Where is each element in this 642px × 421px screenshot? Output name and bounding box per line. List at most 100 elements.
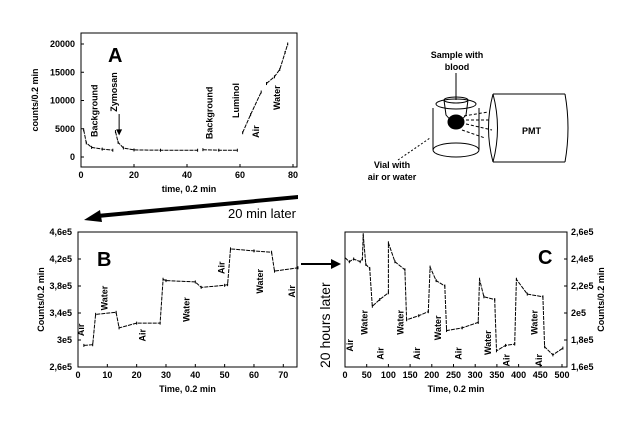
data-point xyxy=(133,148,135,152)
data-point xyxy=(544,345,546,349)
series-line-segment-2 xyxy=(115,131,198,151)
y-tick-label: 2e5 xyxy=(571,308,586,318)
data-point xyxy=(83,128,85,132)
x-tick-label: 0 xyxy=(78,170,83,180)
y-tick-label: 4,6e5 xyxy=(49,227,72,237)
data-point xyxy=(371,304,373,308)
annotation-label: Air xyxy=(287,285,297,298)
data-point xyxy=(435,279,437,283)
connector-label-20-hours: 20 hours later xyxy=(317,282,333,368)
y-tick-label: 2,6e5 xyxy=(571,227,594,237)
data-point xyxy=(92,343,94,347)
data-point xyxy=(483,295,485,299)
x-tick-label: 20 xyxy=(132,370,142,380)
data-point xyxy=(369,266,371,270)
data-point xyxy=(242,131,244,135)
x-tick-label: 0 xyxy=(75,370,80,380)
vial-pointer-line xyxy=(397,137,431,161)
data-point xyxy=(115,310,117,314)
y-axis-title: counts/0.2 min xyxy=(30,68,40,131)
annotation-label: Air xyxy=(217,261,227,274)
data-point xyxy=(114,130,116,134)
x-tick-label: 250 xyxy=(446,370,461,380)
x-axis-title: time, 0.2 min xyxy=(162,184,217,194)
y-tick-label: 0 xyxy=(70,152,75,162)
data-point xyxy=(118,326,120,330)
data-point xyxy=(514,342,516,346)
data-point xyxy=(253,249,255,253)
x-tick-label: 20 xyxy=(129,170,139,180)
data-point xyxy=(359,260,361,264)
data-point xyxy=(552,353,554,357)
data-point xyxy=(406,318,408,322)
y-tick-label: 2,4e5 xyxy=(571,254,594,264)
sample-label-line2: blood xyxy=(445,62,470,72)
data-point xyxy=(218,148,220,152)
connector-b-to-c: 20 hours later xyxy=(301,259,341,368)
data-point xyxy=(224,283,226,287)
annotation-label: Zymosan xyxy=(109,72,119,112)
data-point xyxy=(362,233,364,237)
pmt-label: PMT xyxy=(522,126,542,136)
plot-frame xyxy=(77,231,298,368)
x-tick-label: 50 xyxy=(220,370,230,380)
panel-label: B xyxy=(97,249,111,271)
data-point xyxy=(197,148,199,152)
data-point xyxy=(122,146,124,150)
x-tick-label: 80 xyxy=(288,170,298,180)
data-point xyxy=(260,90,262,94)
sample-label-line1: Sample with xyxy=(431,50,484,60)
y-tick-label: 3,8e5 xyxy=(49,281,72,291)
data-point xyxy=(353,257,355,261)
arrow-head-icon xyxy=(84,210,102,222)
pmt-detector-icon xyxy=(488,93,569,163)
series-line-segment-5 xyxy=(266,43,289,84)
vial-label-line2: air or water xyxy=(368,172,417,182)
x-tick-label: 200 xyxy=(424,370,439,380)
apparatus-diagram: Sample with blood PMT Vial with air or w… xyxy=(368,50,569,182)
annotation-label: Luminol xyxy=(231,83,241,118)
data-point xyxy=(112,148,114,152)
data-point xyxy=(387,241,389,245)
x-tick-label: 350 xyxy=(489,370,504,380)
data-point xyxy=(344,256,346,260)
x-tick-label: 0 xyxy=(342,370,347,380)
data-point xyxy=(83,343,85,347)
data-point xyxy=(387,291,389,295)
plot-frame xyxy=(344,231,568,368)
data-point xyxy=(494,298,496,301)
series-line-signal xyxy=(344,234,564,356)
x-tick-label: 50 xyxy=(362,370,372,380)
x-tick-label: 10 xyxy=(102,370,112,380)
y-tick-label: 4,2e5 xyxy=(49,254,72,264)
data-point xyxy=(515,277,517,281)
x-tick-label: 450 xyxy=(533,370,548,380)
panel-label: C xyxy=(538,247,552,269)
data-point xyxy=(250,113,252,117)
x-tick-label: 100 xyxy=(381,370,396,380)
data-point xyxy=(526,292,528,296)
data-point xyxy=(287,42,289,46)
x-tick-label: 300 xyxy=(468,370,483,380)
y-tick-label: 5000 xyxy=(55,124,75,134)
x-tick-label: 70 xyxy=(278,370,288,380)
data-point xyxy=(348,260,350,264)
data-point xyxy=(477,320,479,324)
vial-icon xyxy=(432,96,493,158)
data-point xyxy=(160,148,161,152)
data-point xyxy=(136,321,138,325)
annotation-label: Water xyxy=(396,310,406,335)
data-point xyxy=(159,321,161,325)
data-point xyxy=(117,140,119,144)
data-point xyxy=(404,268,406,272)
y-axis-title: Counts/0.2 min xyxy=(36,267,46,332)
arrow-head-icon xyxy=(116,129,123,136)
x-axis-title: Time, 0.2 min xyxy=(159,384,216,394)
y-tick-label: 2,2e5 xyxy=(571,281,594,291)
x-tick-label: 400 xyxy=(511,370,526,380)
data-point xyxy=(429,265,431,269)
x-tick-label: 40 xyxy=(182,170,192,180)
